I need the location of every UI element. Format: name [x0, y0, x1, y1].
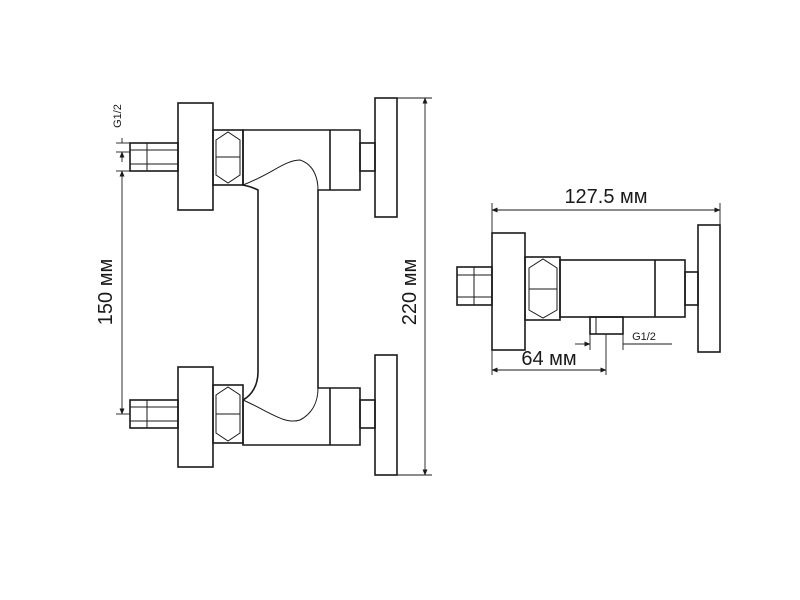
upper-wall-flange	[177, 102, 214, 211]
side-handle-knob	[697, 224, 721, 353]
lower-handle-stem	[359, 399, 376, 429]
inlet-spacing-label: 150 мм	[95, 259, 117, 325]
side-wall-flange	[491, 232, 526, 351]
upper-handle-stem	[359, 142, 376, 172]
front-view	[116, 97, 432, 476]
lower-handle-knob	[374, 354, 398, 476]
mixer-body	[242, 129, 361, 446]
upper-handle-knob	[374, 97, 398, 218]
side-body	[559, 259, 686, 318]
side-outlet	[589, 316, 624, 335]
outlet-thread-label: G1/2	[632, 331, 656, 343]
lower-inlet-pipe	[129, 399, 179, 429]
lower-wall-flange	[177, 366, 214, 468]
height-total-label: 220 мм	[399, 259, 421, 325]
depth-total-label: 127.5 мм	[564, 186, 647, 208]
side-view	[456, 203, 721, 375]
upper-inlet-pipe	[129, 142, 179, 172]
side-handle-stem	[684, 271, 699, 306]
inlet-thread-label: G1/2	[112, 104, 124, 128]
outlet-offset-label: 64 мм	[521, 348, 576, 370]
